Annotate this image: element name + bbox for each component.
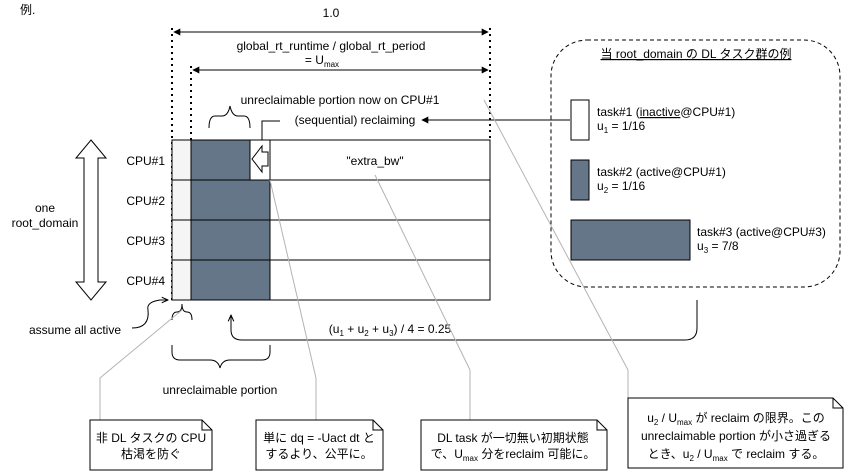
note4-box bbox=[627, 397, 844, 469]
note3-sub: max bbox=[463, 454, 478, 463]
note1-line1: 非 DL タスクの CPU bbox=[96, 431, 206, 445]
note3-line1: DL task が一切無い初期状態 bbox=[437, 430, 589, 445]
note4-l1-s1: 2 bbox=[654, 418, 659, 427]
note4-line2: unreclaimable portion が小さ過ぎる bbox=[641, 428, 831, 443]
task1-name: task#1 (inactive@CPU#1) bbox=[597, 105, 735, 119]
note1-box bbox=[89, 419, 213, 471]
reclaim-arrow bbox=[251, 144, 269, 174]
task1-u-sub: 1 bbox=[604, 126, 609, 135]
note3-pre: で、U bbox=[431, 447, 463, 461]
unreclaimable-portion-label: unreclaimable portion bbox=[163, 383, 278, 397]
header-text: 例. bbox=[20, 3, 35, 17]
sum-p3: + u bbox=[369, 322, 389, 336]
reserve-brace bbox=[171, 303, 193, 321]
sum-p1: (u bbox=[329, 322, 340, 336]
top-brace bbox=[208, 105, 251, 129]
task3-name: task#3 (active@CPU#3) bbox=[697, 225, 826, 239]
cpu-label-4: CPU#4 bbox=[126, 274, 165, 288]
note4-line1: u2 / Umax が reclaim の限界。この bbox=[647, 410, 825, 427]
sum-formula: (u1 + u2 + u3) / 4 = 0.25 bbox=[329, 322, 452, 338]
task2-u-sub: 2 bbox=[604, 186, 609, 195]
domain-label-line2: root_domain bbox=[12, 216, 79, 230]
task1-u: u bbox=[597, 119, 604, 133]
task1-suffix: @CPU#1) bbox=[680, 105, 735, 119]
note3-box bbox=[420, 419, 608, 471]
width-label: 1.0 bbox=[323, 6, 340, 20]
task2-util: u2 = 1/16 bbox=[597, 179, 645, 195]
note4-line3: とき、u2 / Umax で reclaim する。 bbox=[648, 447, 825, 463]
note3-callout bbox=[374, 174, 471, 420]
domain-span-arrow bbox=[74, 139, 108, 301]
sum-p2: + u bbox=[344, 322, 364, 336]
note1-line2: 枯渇を防ぐ bbox=[121, 446, 181, 461]
gr-ratio-line2: = Umax bbox=[305, 53, 339, 69]
bottom-brace bbox=[171, 345, 271, 369]
note4-l1-s2: max bbox=[677, 418, 692, 427]
domain-label-line1: one bbox=[35, 201, 55, 215]
task1-state: inactive bbox=[640, 105, 681, 119]
cpu-label-3: CPU#3 bbox=[126, 234, 165, 248]
task3-swatch bbox=[570, 219, 691, 261]
task1-util: u1 = 1/16 bbox=[597, 119, 645, 135]
legend-title: 当 root_domain の DL タスク群の例 bbox=[601, 47, 792, 61]
sum-p4: ) / 4 = 0.25 bbox=[394, 322, 452, 336]
task2-name: task#2 (active@CPU#1) bbox=[597, 165, 726, 179]
cpu-label-2: CPU#2 bbox=[126, 194, 165, 208]
note4-l1-mid: / U bbox=[658, 411, 677, 425]
note2-line1: 単に dq = -Uact dt と bbox=[263, 431, 375, 445]
task3-u: u bbox=[697, 239, 704, 253]
gr-ratio-prefix: = U bbox=[305, 53, 324, 67]
assume-active-arrow bbox=[131, 300, 168, 329]
task3-util: u3 = 7/8 bbox=[697, 239, 739, 255]
note4-l1-post: が reclaim の限界。この bbox=[692, 410, 825, 425]
note4-l3-s1: 2 bbox=[689, 454, 694, 463]
task2-u-val: = 1/16 bbox=[608, 179, 645, 193]
sum-connector-arrow bbox=[231, 300, 698, 341]
task3-u-val: = 7/8 bbox=[708, 239, 739, 253]
task2-u: u bbox=[597, 179, 604, 193]
task1-swatch bbox=[570, 99, 590, 141]
note4-l3-s2: max bbox=[713, 454, 728, 463]
note2-box bbox=[255, 419, 384, 471]
gr-ratio-line1: global_rt_runtime / global_rt_period bbox=[237, 39, 426, 53]
task2-swatch bbox=[570, 159, 590, 201]
task1-prefix: task#1 ( bbox=[597, 105, 640, 119]
cpu-label-1: CPU#1 bbox=[126, 154, 165, 168]
task1-u-val: = 1/16 bbox=[608, 119, 645, 133]
sum-s2: 2 bbox=[364, 329, 369, 338]
note3-post: 分をreclaim 可能に。 bbox=[478, 447, 595, 461]
note4-l3-mid: / U bbox=[694, 447, 713, 461]
unreclaimable-now-label: unreclaimable portion now on CPU#1 bbox=[241, 93, 440, 107]
task3-u-sub: 3 bbox=[704, 246, 709, 255]
extra-bw-label: "extra_bw" bbox=[346, 154, 403, 168]
reclaiming-label: (sequential) reclaiming bbox=[295, 113, 416, 127]
note4-l3-pre: とき、u bbox=[648, 447, 690, 461]
note1-callout bbox=[99, 309, 183, 420]
sum-s1: 1 bbox=[339, 329, 344, 338]
assume-active-label: assume all active bbox=[29, 323, 121, 337]
gr-ratio-sub: max bbox=[324, 60, 339, 69]
note4-callout bbox=[483, 99, 629, 398]
note2-line2: するより、公平に。 bbox=[265, 447, 372, 461]
note4-l3-post: で reclaim する。 bbox=[728, 447, 825, 461]
note2-callout bbox=[269, 179, 317, 420]
sum-s3: 3 bbox=[389, 329, 394, 338]
note4-l1-pre: u bbox=[647, 411, 654, 425]
note3-line2: で、Umax 分をreclaim 可能に。 bbox=[431, 447, 596, 463]
